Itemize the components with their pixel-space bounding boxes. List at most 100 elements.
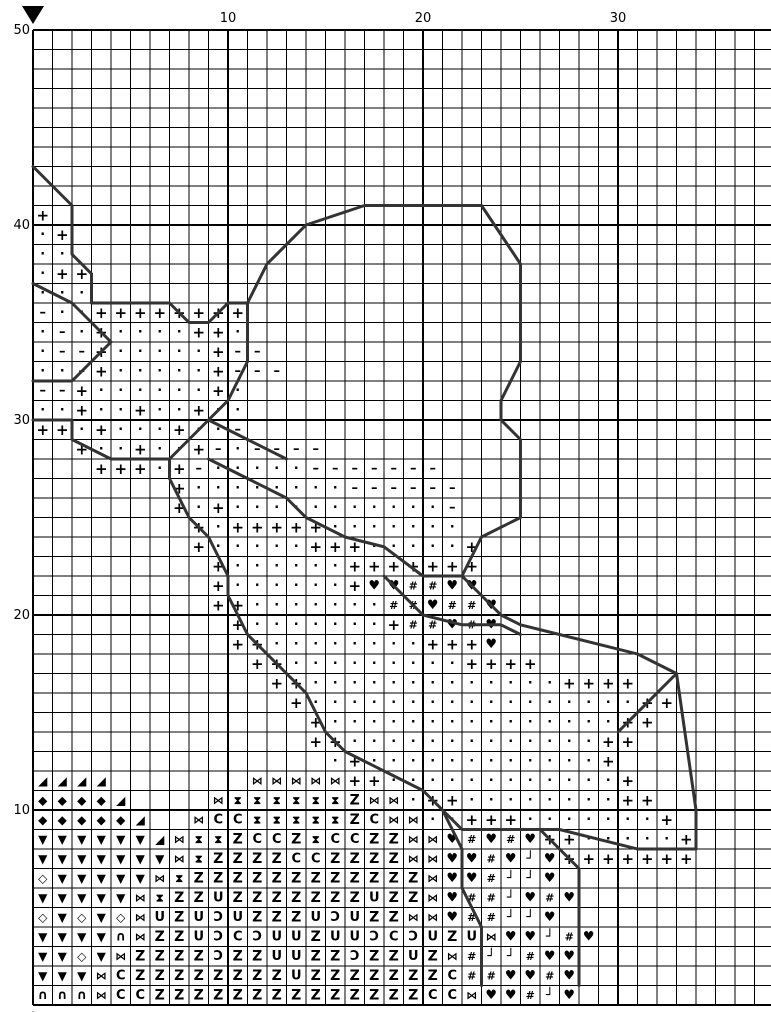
stitch-dot: · bbox=[255, 461, 260, 476]
stitch-dash: – bbox=[410, 481, 417, 496]
stitch-dot: · bbox=[489, 695, 494, 710]
stitch-dot: · bbox=[255, 578, 260, 593]
stitch-diamond: ◆ bbox=[97, 813, 107, 827]
stitch-dot: · bbox=[40, 344, 45, 359]
stitch-hourglass: ⧗ bbox=[253, 794, 261, 807]
stitch-letter-z: Z bbox=[252, 987, 262, 1003]
stitch-letter-z: Z bbox=[428, 948, 438, 964]
stitch-dot: · bbox=[508, 734, 513, 749]
stitch-plus: + bbox=[212, 499, 225, 517]
stitch-plus: + bbox=[680, 830, 693, 848]
stitch-dot: · bbox=[606, 773, 611, 788]
stitch-dot: · bbox=[508, 695, 513, 710]
stitch-bowtie: ⋈ bbox=[115, 950, 126, 963]
stitch-plus: + bbox=[212, 323, 225, 341]
stitch-dot: · bbox=[489, 793, 494, 808]
stitch-down-triangle: ▼ bbox=[58, 891, 68, 905]
stitch-reverse-c: Ↄ bbox=[213, 910, 223, 925]
stitch-reverse-c: Ↄ bbox=[408, 929, 418, 944]
stitch-letter-z: Z bbox=[155, 948, 165, 964]
stitch-plus: + bbox=[192, 538, 205, 556]
stitch-dot: · bbox=[196, 481, 201, 496]
stitch-hash: # bbox=[428, 618, 437, 631]
stitch-letter-z: Z bbox=[350, 792, 360, 808]
stitch-plus: + bbox=[309, 538, 322, 556]
stitch-bowtie: ⋈ bbox=[213, 794, 224, 807]
stitch-hash: # bbox=[467, 969, 476, 982]
stitch-plus: + bbox=[485, 811, 498, 829]
stitch-dot: · bbox=[528, 695, 533, 710]
stitch-letter-z: Z bbox=[369, 870, 379, 886]
stitch-plus: + bbox=[212, 343, 225, 361]
stitch-dot: · bbox=[196, 500, 201, 515]
stitch-dot: · bbox=[469, 754, 474, 769]
stitch-corner-triangle: ◢ bbox=[155, 832, 165, 846]
stitch-plus: + bbox=[270, 674, 283, 692]
stitch-bowtie: ⋈ bbox=[135, 930, 146, 943]
stitch-letter-c: C bbox=[233, 812, 243, 827]
stitch-dot: · bbox=[489, 715, 494, 730]
stitch-plus: + bbox=[212, 577, 225, 595]
stitch-dot: · bbox=[411, 676, 416, 691]
stitch-dot: · bbox=[372, 676, 377, 691]
stitch-dot: · bbox=[391, 637, 396, 652]
stitch-bowtie: ⋈ bbox=[135, 891, 146, 904]
stitch-dot: · bbox=[294, 637, 299, 652]
stitch-bowtie: ⋈ bbox=[174, 833, 185, 846]
stitch-hourglass: ⧗ bbox=[253, 813, 261, 826]
stitch-letter-z: Z bbox=[174, 909, 184, 925]
stitch-dot: · bbox=[235, 500, 240, 515]
stitch-heart: ♥ bbox=[446, 851, 458, 866]
stitch-letter-u: U bbox=[466, 929, 477, 944]
stitch-letter-z: Z bbox=[311, 968, 321, 984]
stitch-plus: + bbox=[95, 304, 108, 322]
stitch-dot: · bbox=[625, 695, 630, 710]
stitch-corner-l: ┘ bbox=[525, 908, 534, 925]
stitch-letter-z: Z bbox=[272, 890, 282, 906]
stitch-letter-z: Z bbox=[252, 948, 262, 964]
stitch-down-triangle: ▼ bbox=[77, 871, 87, 885]
stitch-bowtie: ⋈ bbox=[193, 813, 204, 826]
stitch-hourglass: ⧗ bbox=[312, 833, 320, 846]
stitch-down-triangle: ▼ bbox=[38, 852, 48, 866]
stitch-dot: · bbox=[391, 676, 396, 691]
stitch-letter-z: Z bbox=[311, 890, 321, 906]
stitch-letter-z: Z bbox=[252, 851, 262, 867]
stitch-dot: · bbox=[157, 344, 162, 359]
stitch-dot: · bbox=[625, 812, 630, 827]
stitch-heart: ♥ bbox=[446, 578, 458, 593]
stitch-plus: + bbox=[231, 635, 244, 653]
stitch-dot: · bbox=[430, 812, 435, 827]
stitch-dash: – bbox=[430, 461, 437, 476]
stitch-plus: + bbox=[602, 850, 615, 868]
stitch-heart: ♥ bbox=[563, 890, 575, 905]
stitch-dot: · bbox=[157, 422, 162, 437]
stitch-hash: # bbox=[487, 852, 496, 865]
stitch-dot: · bbox=[294, 656, 299, 671]
stitch-dot: · bbox=[313, 578, 318, 593]
stitch-dash: – bbox=[352, 461, 359, 476]
stitch-dot: · bbox=[118, 422, 123, 437]
stitch-dot: · bbox=[430, 539, 435, 554]
stitch-corner-l: ┘ bbox=[506, 869, 515, 886]
stitch-hash: # bbox=[526, 989, 535, 1002]
stitch-dot: · bbox=[430, 715, 435, 730]
stitch-dot: · bbox=[177, 364, 182, 379]
stitch-dot: · bbox=[372, 637, 377, 652]
stitch-dot: · bbox=[586, 793, 591, 808]
stitch-dot: · bbox=[79, 286, 84, 301]
stitch-dot: · bbox=[196, 344, 201, 359]
stitch-dot: · bbox=[547, 812, 552, 827]
stitch-letter-z: Z bbox=[272, 968, 282, 984]
stitch-hash: # bbox=[409, 579, 418, 592]
stitch-dot: · bbox=[411, 520, 416, 535]
stitch-plus: + bbox=[231, 518, 244, 536]
stitch-letter-c: C bbox=[291, 851, 301, 866]
stitch-dash: – bbox=[254, 364, 261, 379]
stitch-down-triangle: ▼ bbox=[58, 930, 68, 944]
stitch-down-triangle: ▼ bbox=[136, 832, 146, 846]
stitch-letter-z: Z bbox=[291, 870, 301, 886]
stitch-down-triangle: ▼ bbox=[38, 930, 48, 944]
stitch-dash: – bbox=[79, 344, 86, 359]
